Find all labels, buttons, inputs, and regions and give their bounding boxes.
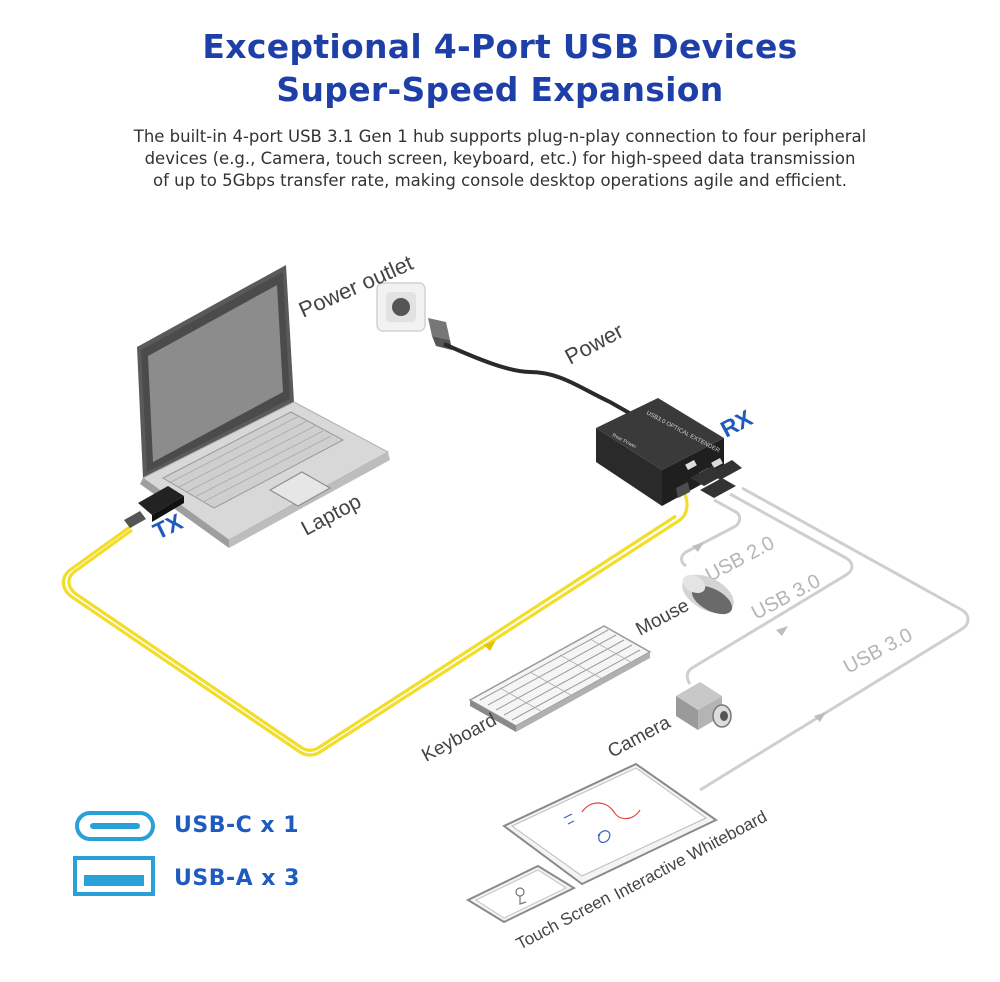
usb-a-icon [73,856,155,896]
usb-cables [680,486,970,792]
usb20-label: USB 2.0 [702,532,778,586]
description-line-3: of up to 5Gbps transfer rate, making con… [152,171,848,190]
description-line-2: devices (e.g., Camera, touch screen, key… [144,149,856,168]
power-outlet-illustration [376,282,452,350]
camera-label: Camera [604,712,674,762]
touch-screen-illustration [465,864,577,924]
camera-illustration [676,682,732,730]
keyboard-illustration [468,625,652,732]
mouse-illustration [682,574,734,615]
laptop-illustration [137,265,390,548]
fiber-arrow [484,640,496,651]
rx-label: RX [716,404,757,442]
usb-c-icon [75,811,155,841]
usb30-label-camera: USB 3.0 [748,570,824,624]
rx-extender-device: USB3.0 OPTICAL EXTENDER Rear Power [596,398,742,506]
keyboard-label: Keyboard [418,710,500,767]
power-cable-label: Power [561,318,628,369]
usb-cable-arrows [692,542,826,722]
tx-dongle [124,486,184,528]
fiber-optic-cable [61,487,689,757]
description-line-1: The built-in 4-port USB 3.1 Gen 1 hub su… [133,127,867,146]
legend-usb-c-label: USB-C x 1 [174,813,300,838]
legend-usb-a-label: USB-A x 3 [174,866,300,891]
interactive-whiteboard-illustration [502,762,718,886]
power-cable [443,342,639,420]
mouse-label: Mouse [632,595,692,640]
page-title-line-1: Exceptional 4-Port USB Devices [202,27,798,66]
page-title-line-2: Super-Speed Expansion [276,70,724,109]
usb30-label-whiteboard: USB 3.0 [840,624,916,678]
